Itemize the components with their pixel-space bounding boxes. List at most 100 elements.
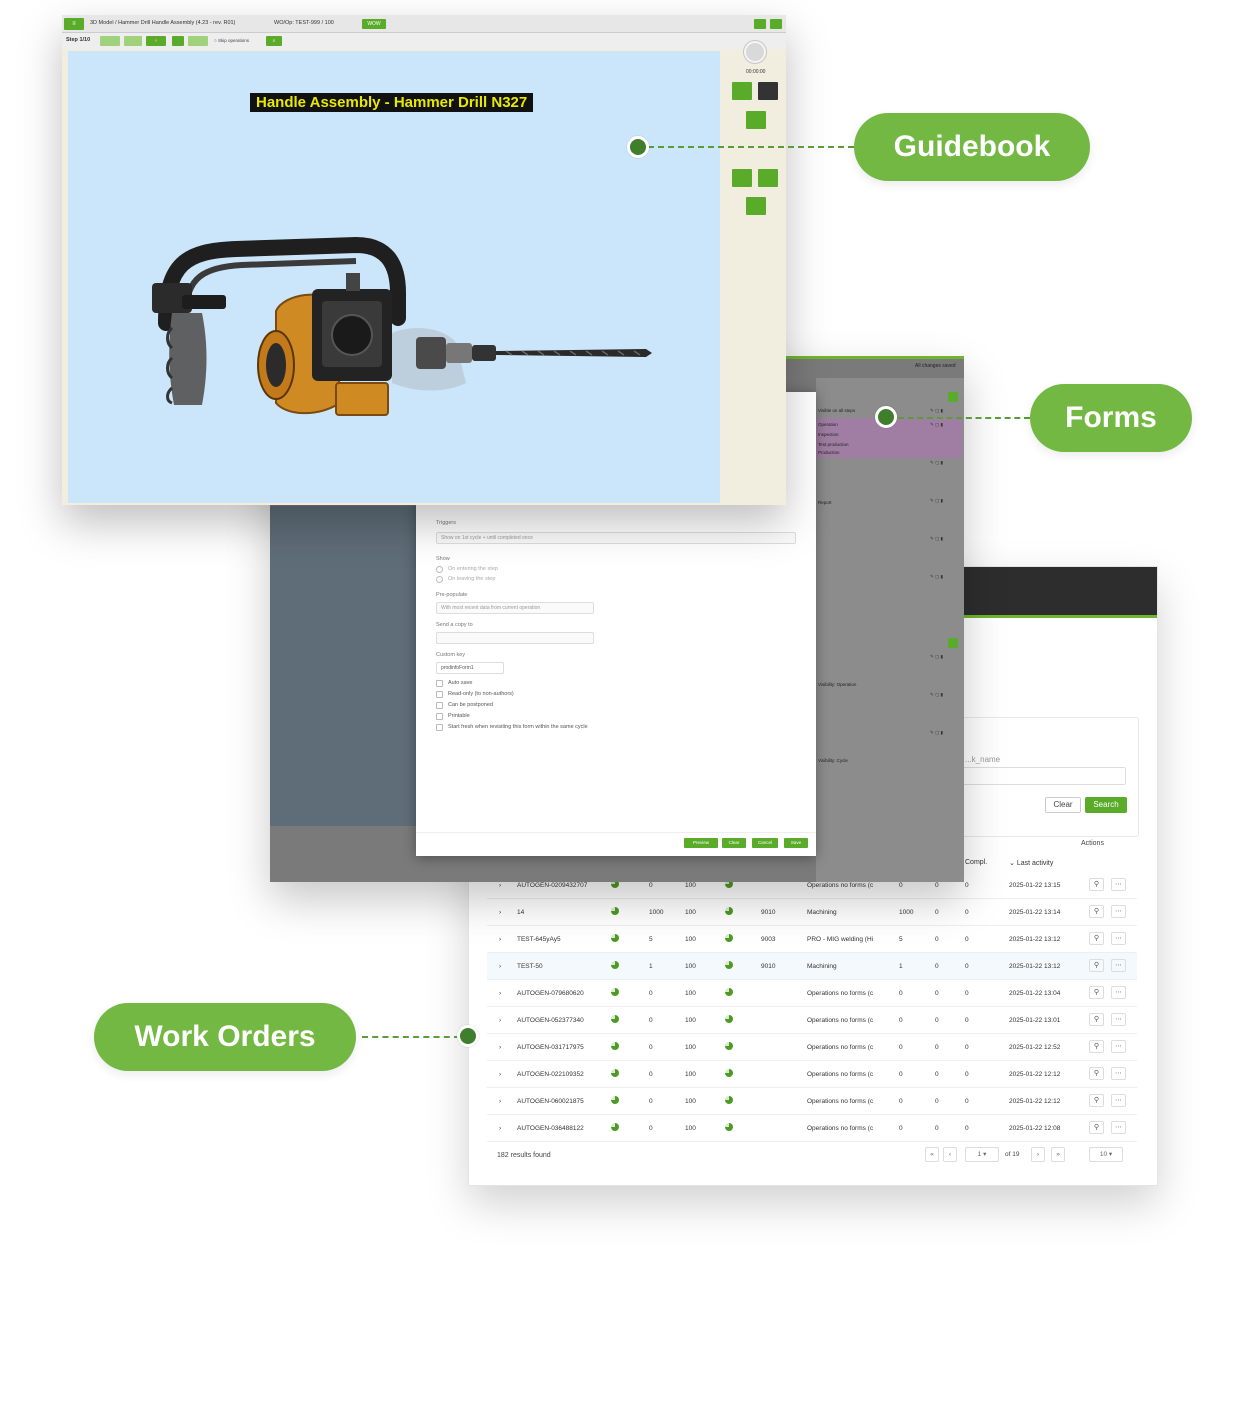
checkbox-postponed[interactable]: [436, 702, 443, 709]
rotate-right-button[interactable]: [758, 169, 778, 187]
guidebook-label: Guidebook: [854, 113, 1090, 181]
column-header-compl[interactable]: Compl.: [965, 859, 988, 866]
next-step-button[interactable]: ›: [146, 36, 166, 46]
count-a: 0: [899, 990, 903, 997]
chevron-right-icon[interactable]: ›: [499, 936, 502, 943]
per-page-select[interactable]: 10 ▾: [1089, 1147, 1123, 1162]
radio-on-enter[interactable]: [436, 566, 443, 573]
menu-button[interactable]: ≡: [64, 18, 84, 30]
edit-icon[interactable]: ✎ ▢ ▮: [930, 692, 943, 697]
edit-icon[interactable]: ✎ ▢ ▮: [930, 498, 943, 503]
chevron-right-icon[interactable]: ›: [499, 990, 502, 997]
preview-button[interactable]: Preview: [684, 838, 718, 848]
triggers-field[interactable]: Show on 1st cycle + until completed once: [436, 532, 796, 544]
link-icon[interactable]: ⚲: [1089, 878, 1104, 891]
count-a: 1: [899, 963, 903, 970]
add-button[interactable]: [948, 638, 958, 648]
edit-icon[interactable]: ✎ ▢ ▮: [930, 408, 943, 413]
checkbox-read-only[interactable]: [436, 691, 443, 698]
clear-form-button[interactable]: Clear: [722, 838, 746, 848]
chevron-right-icon[interactable]: ›: [499, 1071, 502, 1078]
chevron-right-icon[interactable]: ›: [499, 1125, 502, 1132]
more-icon[interactable]: ⋯: [1111, 1040, 1126, 1053]
link-icon[interactable]: ⚲: [1089, 1067, 1104, 1080]
chevron-right-icon[interactable]: ›: [499, 1044, 502, 1051]
edit-icon[interactable]: ✎ ▢ ▮: [930, 730, 943, 735]
search-button[interactable]: Search: [1085, 797, 1127, 813]
wo-name: AUTOGEN-031717975: [517, 1044, 584, 1051]
first-step-button[interactable]: [100, 36, 120, 46]
more-icon[interactable]: ⋯: [1111, 1121, 1126, 1134]
column-header-last-activity[interactable]: ⌄ Last activity: [1009, 859, 1053, 867]
prev-page-button[interactable]: ‹: [943, 1147, 957, 1162]
last-page-button[interactable]: »: [1051, 1147, 1065, 1162]
rotate-left-button[interactable]: [732, 169, 752, 187]
more-icon[interactable]: ⋯: [1111, 878, 1126, 891]
link-icon[interactable]: ⚲: [1089, 932, 1104, 945]
edit-icon[interactable]: ✎ ▢ ▮: [930, 460, 943, 465]
more-icon[interactable]: ⋯: [1111, 1094, 1126, 1107]
reset-view-button[interactable]: [746, 197, 766, 215]
chevron-right-icon[interactable]: ›: [499, 1017, 502, 1024]
prepopulate-select[interactable]: With most recent data from current opera…: [436, 602, 594, 614]
chevron-right-icon[interactable]: ›: [499, 963, 502, 970]
description: Operations no forms (c: [807, 990, 874, 997]
filter-input[interactable]: [961, 767, 1126, 785]
last-activity: 2025-01-22 12:08: [1009, 1125, 1061, 1132]
chevron-right-icon[interactable]: ›: [499, 882, 502, 889]
checkbox-start-fresh[interactable]: [436, 724, 443, 731]
link-icon[interactable]: ⚲: [1089, 1040, 1104, 1053]
pin-button[interactable]: [746, 111, 766, 129]
last-step-button[interactable]: [188, 36, 208, 46]
radio-on-leave[interactable]: [436, 576, 443, 583]
more-icon[interactable]: ⋯: [1111, 1067, 1126, 1080]
checkbox-printable[interactable]: [436, 713, 443, 720]
save-button[interactable]: Save: [784, 838, 808, 848]
chevron-right-icon[interactable]: ›: [499, 909, 502, 916]
search-button[interactable]: ⌕: [266, 36, 282, 46]
page-select[interactable]: 1 ▾: [965, 1147, 999, 1162]
link-icon[interactable]: ⚲: [1089, 1094, 1104, 1107]
link-icon[interactable]: ⚲: [1089, 959, 1104, 972]
edit-icon[interactable]: ✎ ▢ ▮: [930, 536, 943, 541]
edit-icon[interactable]: ✎ ▢ ▮: [930, 422, 943, 427]
clear-button[interactable]: Clear: [1045, 797, 1081, 813]
custom-key-input[interactable]: prodinfoForm1: [436, 662, 504, 674]
chevron-right-icon[interactable]: ›: [499, 1098, 502, 1105]
skip-operations-toggle[interactable]: ○ Skip operations: [214, 38, 249, 43]
more-icon[interactable]: ⋯: [1111, 959, 1126, 972]
more-icon[interactable]: ⋯: [1111, 932, 1126, 945]
stop-button[interactable]: [758, 82, 778, 100]
checkbox-auto-save[interactable]: [436, 680, 443, 687]
more-icon[interactable]: ⋯: [1111, 1013, 1126, 1026]
link-icon[interactable]: ⚲: [1089, 905, 1104, 918]
add-button[interactable]: [948, 392, 958, 402]
more-icon[interactable]: ⋯: [1111, 905, 1126, 918]
pause-button[interactable]: [732, 82, 752, 100]
cancel-button[interactable]: Cancel: [752, 838, 778, 848]
link-icon[interactable]: ⚲: [1089, 1013, 1104, 1026]
send-copy-select[interactable]: [436, 632, 594, 644]
edit-icon[interactable]: ✎ ▢ ▮: [930, 654, 943, 659]
link-icon[interactable]: ⚲: [1089, 1121, 1104, 1134]
link-icon[interactable]: ⚲: [1089, 986, 1104, 999]
edit-icon[interactable]: ✎ ▢ ▮: [930, 574, 943, 579]
prev-step-button[interactable]: [124, 36, 142, 46]
jump-button[interactable]: [172, 36, 184, 46]
window-button[interactable]: [770, 19, 782, 29]
wow-button[interactable]: WOW: [362, 19, 386, 29]
fullscreen-button[interactable]: [754, 19, 766, 29]
next-page-button[interactable]: ›: [1031, 1147, 1045, 1162]
more-icon[interactable]: ⋯: [1111, 986, 1126, 999]
first-page-button[interactable]: «: [925, 1147, 939, 1162]
